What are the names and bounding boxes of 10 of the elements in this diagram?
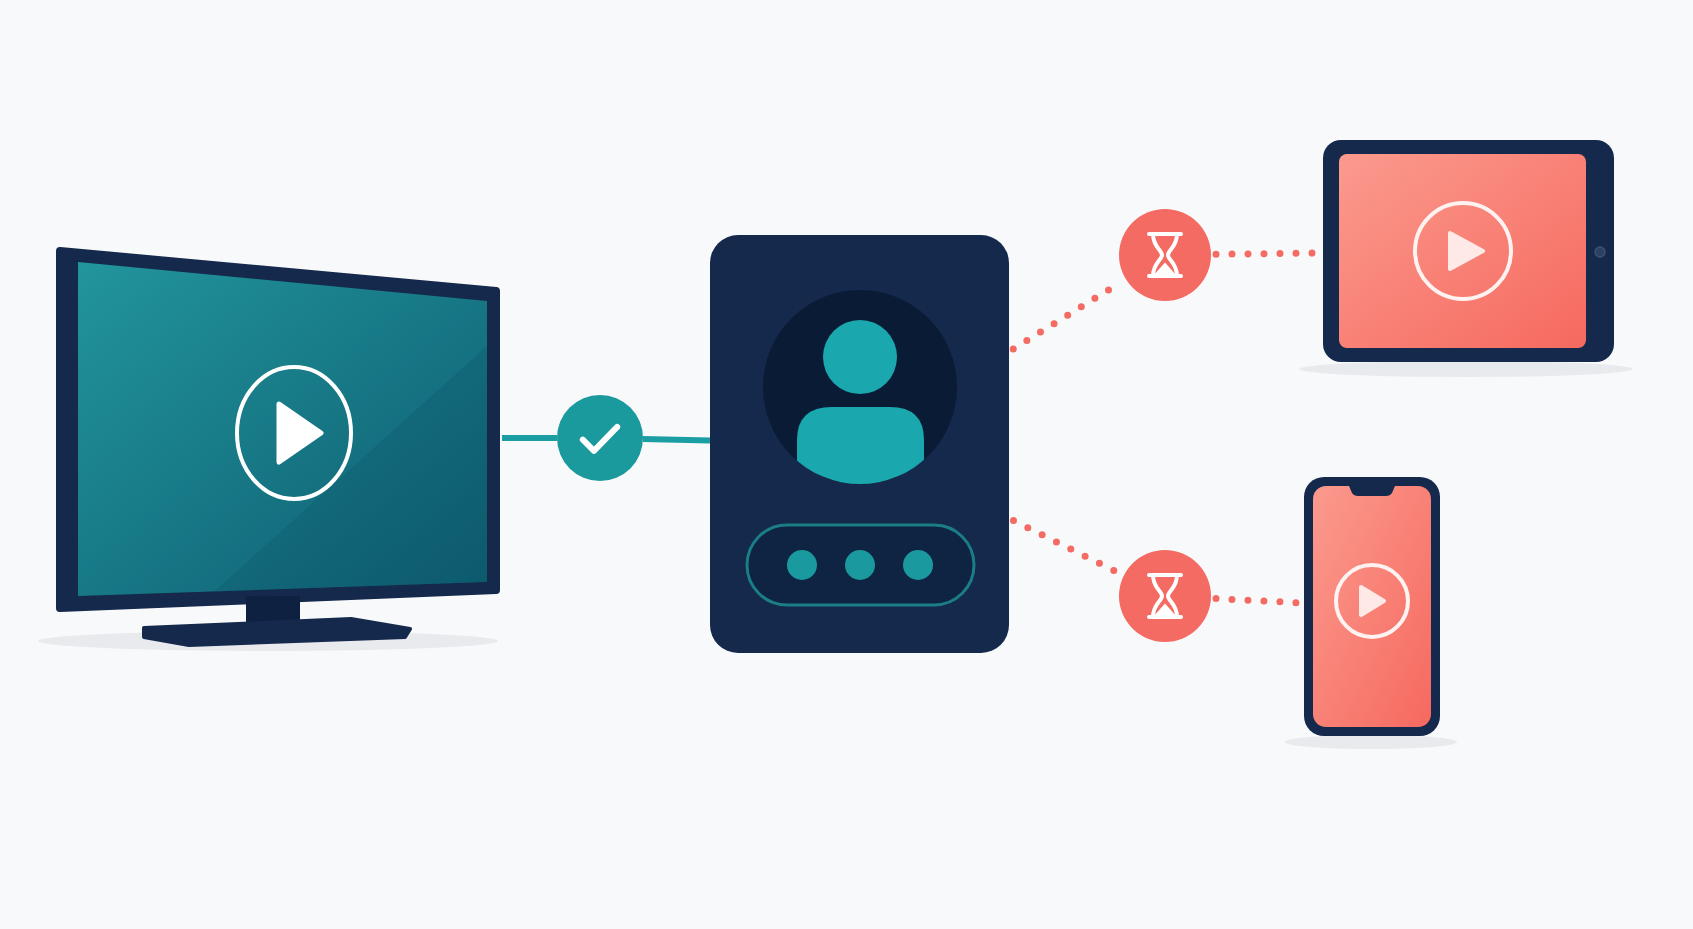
dotted-line bbox=[1010, 517, 1118, 575]
check-icon bbox=[557, 395, 643, 481]
login-card-illustration bbox=[710, 235, 1009, 653]
tablet-illustration bbox=[1323, 140, 1614, 362]
phone-illustration bbox=[1304, 477, 1440, 736]
connector-line bbox=[642, 436, 711, 444]
hourglass-icon bbox=[1119, 209, 1211, 301]
hourglass-icon bbox=[1119, 550, 1211, 642]
tv-illustration bbox=[55, 246, 502, 648]
connector-line bbox=[502, 435, 557, 441]
